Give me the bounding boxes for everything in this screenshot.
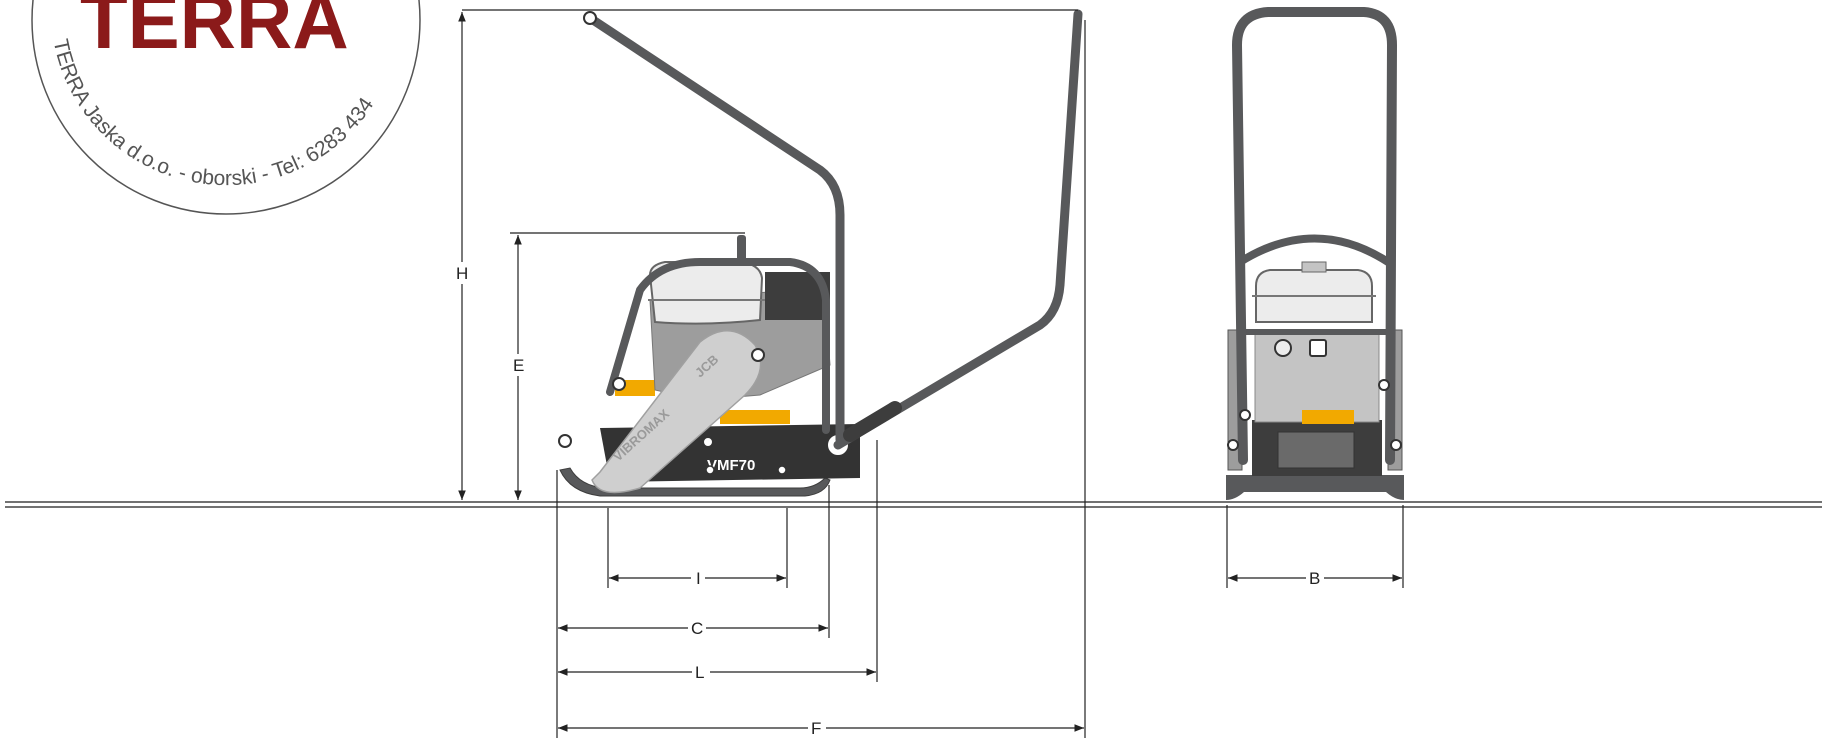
dim-label-I: I: [696, 569, 701, 588]
bolt-4: [702, 436, 714, 448]
handle-sleeve: [843, 401, 902, 442]
roll-cage: [606, 258, 830, 434]
working-handle: [833, 9, 1083, 450]
dimension-labels: H E I C L F B: [454, 262, 1324, 738]
bolt-6: [705, 465, 715, 475]
front-yellow-accent: [1302, 410, 1354, 424]
switch-box: [1309, 339, 1327, 357]
front-exciter: [1277, 431, 1355, 469]
front-cap: [1301, 261, 1327, 273]
bolt-5: [777, 465, 787, 475]
dim-label-F: F: [811, 719, 821, 738]
compactor-front-view: [1226, 6, 1404, 500]
compactor-side-view: VMF70 VIBROMAX JCB: [558, 9, 1083, 497]
front-bolt-3: [1239, 409, 1251, 421]
ground-line: [5, 501, 1822, 508]
front-bolt-1: [1227, 439, 1239, 451]
front-handle: [1231, 6, 1398, 465]
dimension-lines: [458, 9, 1404, 738]
dim-label-L: L: [695, 663, 704, 682]
front-bolt-4: [1378, 379, 1390, 391]
front-base: [1226, 475, 1404, 500]
company-stamp: TERRA TERRA Jaska d.o.o. - oborski - Tel…: [31, 0, 421, 215]
dim-label-E: E: [513, 356, 524, 375]
belt-cover: [591, 329, 762, 494]
stamp-logo: TERRA: [80, 0, 349, 65]
yellow-accent-right: [720, 410, 790, 424]
folded-handle: [585, 13, 845, 445]
dim-label-C: C: [691, 619, 703, 638]
bolt-2: [558, 434, 572, 448]
fuel-knob: [1274, 339, 1292, 357]
model-label: VMF70: [707, 457, 755, 474]
engine-head: [648, 261, 764, 325]
dim-label-H: H: [456, 264, 468, 283]
exhaust-pipe: [737, 235, 746, 265]
dim-label-B: B: [1309, 569, 1320, 588]
front-bolt-2: [1390, 439, 1402, 451]
stamp-ring: [31, 0, 421, 215]
bolt-1: [612, 377, 626, 391]
front-crossbar: [1236, 234, 1392, 266]
folded-handle-end: [583, 11, 597, 25]
bolt-3: [751, 348, 765, 362]
